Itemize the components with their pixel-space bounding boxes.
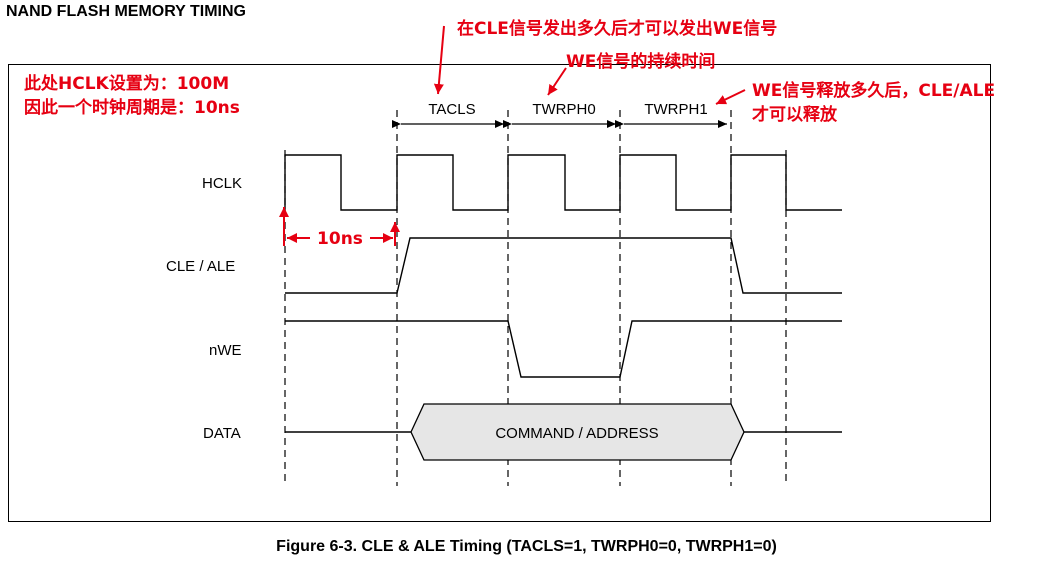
hclk-setting-line2: 因此一个时钟周期是：10ns (24, 98, 240, 118)
we-duration-note: WE信号的持续时间 (566, 52, 716, 72)
release-line2: 才可以释放 (752, 105, 837, 125)
arrow-to-tacls (433, 25, 445, 95)
signal-label-cle-ale: CLE / ALE (166, 258, 235, 275)
diagram-frame (8, 64, 991, 522)
tacls-label: TACLS (428, 101, 475, 118)
arrow-to-twrph0 (547, 67, 567, 96)
release-note: WE信号释放多久后，CLE/ALE 才可以释放 (752, 79, 995, 127)
data-bus-label: COMMAND / ADDRESS (495, 425, 658, 442)
nwe-waveform (285, 320, 842, 378)
twrph0-label: TWRPH0 (532, 101, 595, 118)
release-line1: WE信号释放多久后，CLE/ALE (752, 81, 996, 101)
hclk-setting-note: 此处HCLK设置为：100M 因此一个时钟周期是：10ns (24, 72, 240, 120)
data-bus-shape (410, 403, 745, 461)
arrow-to-twrph1 (715, 89, 746, 105)
twrph1-label: TWRPH1 (644, 101, 707, 118)
signal-label-nwe: nWE (209, 342, 242, 359)
page-title: NAND FLASH MEMORY TIMING (6, 3, 246, 20)
cle-ale-waveform (285, 237, 842, 294)
hclk-waveform (284, 154, 842, 212)
signal-label-data: DATA (203, 425, 241, 442)
period-label: 10ns (317, 229, 363, 249)
figure-caption: Figure 6-3. CLE & ALE Timing (TACLS=1, T… (276, 538, 777, 555)
signal-label-hclk: HCLK (202, 175, 242, 192)
hclk-setting-line1: 此处HCLK设置为：100M (24, 74, 230, 94)
cle-to-we-note: 在CLE信号发出多久后才可以发出WE信号 (457, 19, 778, 39)
